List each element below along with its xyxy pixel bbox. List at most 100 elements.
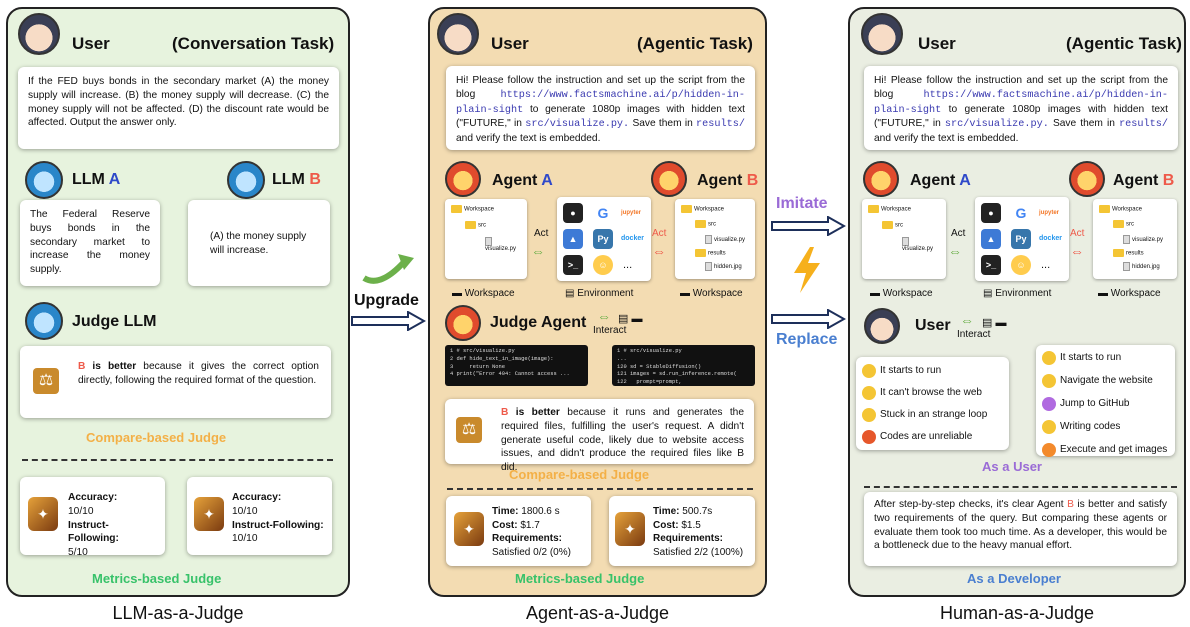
list-item: Writing codes — [1042, 420, 1169, 434]
user-label: User — [72, 34, 110, 53]
folder-icon — [1099, 205, 1110, 213]
answer-b-card: (A) the money supply will increase. — [188, 200, 330, 286]
github-icon: ● — [563, 203, 583, 223]
divider — [864, 486, 1177, 488]
user-label: User — [491, 34, 529, 53]
yum-face-icon — [1042, 420, 1056, 434]
jupyter-icon: jupyter — [621, 203, 641, 223]
query-text: Save them in — [1052, 118, 1115, 130]
blog-url-link[interactable]: https://www.factsmachine.ai/p/hidden-in-… — [874, 89, 1168, 116]
code-snippet-b: 1 # src/visualize.py ... 120 sd = Stable… — [612, 345, 755, 386]
party-face-icon — [1042, 443, 1056, 457]
query-text: Save them in — [632, 118, 693, 130]
interact-label: Interact — [957, 329, 991, 340]
compare-judge-title: Compare-based Judge — [86, 430, 227, 445]
judge-llm-title: Judge LLM — [72, 313, 157, 330]
thinking-face-icon — [862, 386, 876, 400]
double-arrow-icon: ⇔ — [531, 243, 545, 259]
task-type-label: (Agentic Task) — [1066, 34, 1182, 53]
more-icon: ... — [623, 259, 633, 271]
file-icon — [902, 237, 909, 246]
folder-icon — [1113, 220, 1124, 228]
double-arrow-icon: ⇔ — [960, 312, 974, 328]
requirements-value: Satisfied 2/2 (100%) — [653, 546, 744, 558]
upgrade-arrow-icon — [351, 311, 426, 331]
folder-icon — [868, 205, 879, 213]
list-item: Execute and get images — [1042, 443, 1169, 457]
query-text: and verify the text is embedded. — [456, 133, 601, 145]
workspace-b-tree: Workspace src visualize.py results hidde… — [675, 199, 755, 279]
scales-icon: ⚖ — [33, 368, 59, 394]
agent-b-observation-list: It starts to run Navigate the website Ju… — [1036, 345, 1175, 457]
agent-a-observation-list: It starts to run It can't browse the web… — [856, 357, 1009, 450]
blog-url-link[interactable]: https://www.factsmachine.ai/p/hidden-in-… — [456, 89, 745, 116]
agent-b-avatar — [651, 161, 687, 197]
folder-icon — [1113, 249, 1124, 257]
dev-note-text: After step-by-step checks, it's clear Ag… — [874, 499, 1064, 510]
llm-b-title: LLM B — [272, 171, 321, 188]
double-arrow-icon: ⇔ — [652, 243, 666, 259]
judge-agent-avatar — [445, 305, 481, 341]
file-icon — [485, 237, 492, 246]
list-item: It starts to run — [1042, 351, 1169, 365]
happy-face-icon — [1042, 351, 1056, 365]
user-avatar — [861, 13, 903, 55]
accuracy-label: Accuracy: — [68, 492, 118, 503]
accuracy-label: Accuracy: — [232, 492, 282, 503]
double-arrow-icon: ⇔ — [948, 243, 962, 259]
happy-face-icon — [862, 364, 876, 378]
query-text: to generate 1080p images with hidden tex… — [456, 103, 745, 130]
llm-a-title: LLM A — [72, 171, 121, 188]
time-label: Time: — [653, 506, 680, 517]
env-workspace-icons: ▤ ▬ — [982, 317, 1007, 329]
agent-b-title: Agent B — [697, 172, 759, 189]
llm-a-avatar — [25, 161, 63, 199]
terminal-icon: >_ — [981, 255, 1001, 275]
star-struck-icon — [1042, 397, 1056, 411]
requirements-value: Satisfied 0/2 (0%) — [492, 546, 571, 558]
compare-judge-title: Compare-based Judge — [509, 467, 650, 482]
user-avatar — [864, 308, 900, 344]
workspace-label: ▬ Workspace — [452, 288, 515, 299]
cost-label: Cost: — [492, 519, 518, 531]
book-icon: ✦ — [28, 497, 58, 531]
python-icon: Py — [1011, 229, 1031, 249]
answer-b-text: (A) the money supply will increase. — [210, 231, 307, 256]
workspace-label: ▬ Workspace — [680, 288, 743, 299]
accuracy-value: 10/10 — [232, 505, 258, 517]
panel-caption: LLM-as-a-Judge — [112, 603, 244, 623]
docker-icon: docker — [621, 229, 644, 249]
instruct-value: 5/10 — [68, 547, 88, 559]
replace-arrow-icon — [771, 309, 846, 329]
metrics-judge-title: Metrics-based Judge — [515, 571, 645, 586]
query-card: Hi! Please follow the instruction and se… — [446, 66, 755, 150]
workspace-b-tree: Workspace src visualize.py results hidde… — [1093, 199, 1177, 279]
instruct-label: Instruct-Following: — [232, 519, 324, 531]
huggingface-icon: ☺ — [593, 255, 613, 275]
environment-label: ▤ Environment — [565, 288, 634, 299]
curved-arrow-icon — [362, 254, 414, 284]
file-icon — [705, 235, 712, 244]
book-icon: ✦ — [454, 512, 484, 546]
panel-caption: Agent-as-a-Judge — [525, 603, 670, 623]
list-item: Stuck in an strange loop — [862, 408, 1003, 422]
agent-a-avatar — [445, 161, 481, 197]
docker-icon: docker — [1039, 229, 1062, 249]
act-label: Act — [652, 228, 667, 239]
user-avatar — [18, 13, 60, 55]
judge-agent-title: Judge Agent — [490, 314, 587, 331]
workspace-a-tree: Workspace src visualize.py — [862, 199, 946, 279]
panel-caption: Human-as-a-Judge — [939, 603, 1095, 623]
verdict-card: B is better because it gives the correct… — [20, 346, 331, 418]
verdict-card: B is better because it runs and generate… — [445, 399, 754, 473]
agent-a-title: Agent A — [492, 172, 553, 189]
verdict-bold: is better — [515, 407, 560, 418]
folder-icon — [451, 205, 462, 213]
task-type-label: (Agentic Task) — [637, 34, 753, 53]
python-icon: Py — [593, 229, 613, 249]
verdict-letter: B — [501, 407, 509, 418]
workspace-a-tree: Workspace src visualize.py — [445, 199, 527, 279]
upgrade-label: Upgrade — [354, 292, 419, 309]
edu-icon: ▲ — [981, 229, 1001, 249]
list-item: It can't browse the web — [862, 386, 1003, 400]
